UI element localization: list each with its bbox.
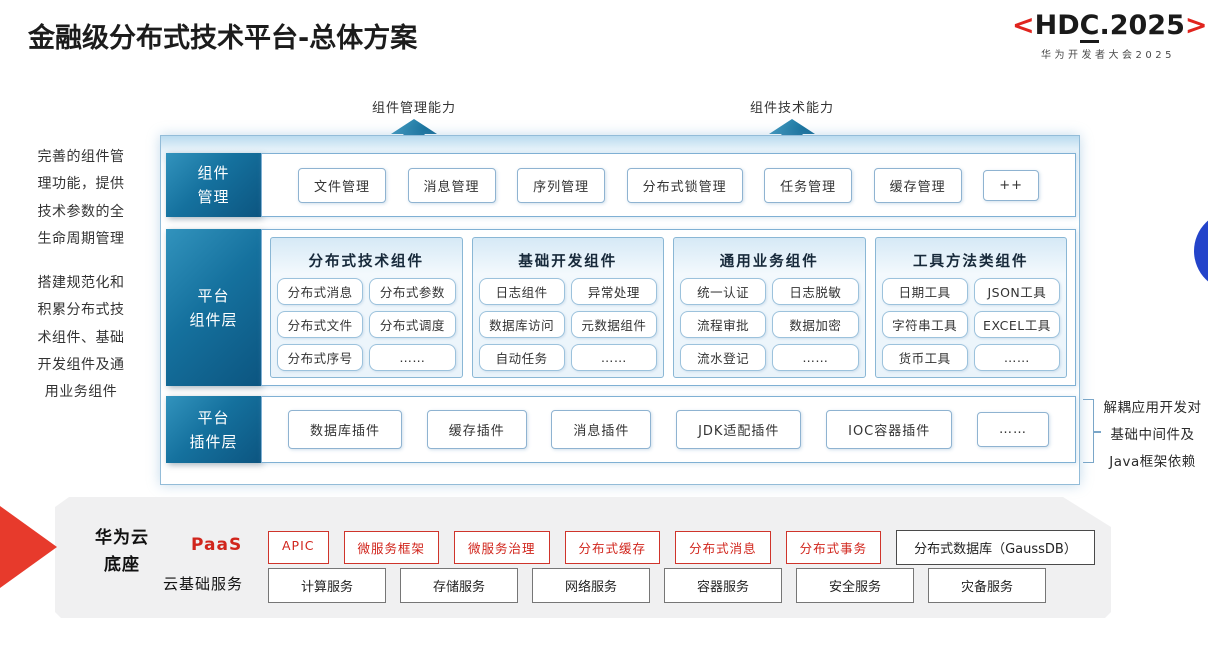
paas-service-box: 分布式消息 <box>675 531 771 564</box>
component-column-grid: 日志组件 异常处理 数据库访问 元数据组件 自动任务 …… <box>478 278 657 371</box>
component-management-items: 文件管理 消息管理 序列管理 分布式锁管理 任务管理 缓存管理 ++ <box>261 153 1076 217</box>
paas-service-list: APIC 微服务框架 微服务治理 分布式缓存 分布式消息 分布式事务 <box>268 531 882 564</box>
paas-service-box: APIC <box>268 531 329 564</box>
hdc-logo: <HDC.2025> 华为开发者大会2025 <box>1012 10 1208 62</box>
paas-service-box: 微服务框架 <box>343 531 440 564</box>
component-column-grid: 分布式消息 分布式参数 分布式文件 分布式调度 分布式序号 …… <box>277 278 456 371</box>
component-column-title: 分布式技术组件 <box>308 254 424 270</box>
component-item-box: 分布式调度 <box>369 311 456 338</box>
plugin-item-box: 数据库插件 <box>288 410 403 449</box>
iaas-service-box: 网络服务 <box>532 568 650 603</box>
component-item-box: 分布式序号 <box>277 344 364 371</box>
iaas-service-box: 容器服务 <box>664 568 782 603</box>
management-item-box: 分布式锁管理 <box>626 167 743 203</box>
plugin-item-box: …… <box>976 412 1049 447</box>
component-column: 基础开发组件 日志组件 异常处理 数据库访问 元数据组件 <box>471 237 664 378</box>
platform-plugin-items: 数据库插件 缓存插件 消息插件 JDK适配插件 IOC容器插件 …… <box>261 396 1076 463</box>
component-item-box: 数据加密 <box>772 311 859 338</box>
logo-text-post: .2025 <box>1099 10 1185 41</box>
iaas-service-box: 存储服务 <box>400 568 518 603</box>
platform-frame: 组件 管理 文件管理 消息管理 序列管理 分布式锁管理 任务管理 缓存管理 ++ <box>160 135 1080 485</box>
component-item-box: 流水登记 <box>680 344 767 371</box>
component-item-box: 分布式消息 <box>277 278 364 305</box>
row-platform-components: 平台 组件层 分布式技术组件 分布式消息 分布式参数 分布式文件 <box>166 229 1076 386</box>
management-item-box: 文件管理 <box>298 167 387 203</box>
component-item-box: 自动任务 <box>478 344 565 371</box>
row-platform-plugins: 平台 插件层 数据库插件 缓存插件 消息插件 JDK适配插件 IOC容器插件 …… <box>166 396 1076 463</box>
plugin-item-box: 缓存插件 <box>426 410 527 449</box>
component-item-box: 日志组件 <box>478 278 565 305</box>
page-title: 金融级分布式技术平台-总体方案 <box>28 23 418 54</box>
paas-service-box: 分布式事务 <box>785 531 882 564</box>
component-item-box: 货币工具 <box>881 344 968 371</box>
component-item-box: …… <box>973 344 1060 371</box>
component-item-box: EXCEL工具 <box>973 311 1060 338</box>
component-item-box: 数据库访问 <box>478 311 565 338</box>
plugin-item-box: IOC容器插件 <box>826 410 953 449</box>
management-item-box: ++ <box>983 169 1039 201</box>
paas-service-box: 分布式缓存 <box>564 531 661 564</box>
logo-text-c: C <box>1079 11 1100 44</box>
component-item-box: …… <box>570 344 657 371</box>
left-note-management: 完善的组件管 理功能，提供 技术参数的全 生命周期管理 <box>37 149 125 247</box>
iaas-service-box: 计算服务 <box>268 568 386 603</box>
hdc-logo-wordmark: <HDC.2025> <box>1012 10 1208 44</box>
red-arrow-icon <box>0 506 57 588</box>
platform-component-columns: 分布式技术组件 分布式消息 分布式参数 分布式文件 分布式调度 <box>261 229 1076 386</box>
row-label-platform-components: 平台 组件层 <box>166 229 261 386</box>
component-item-box: 日志脱敏 <box>772 278 859 305</box>
component-column: 工具方法类组件 日期工具 JSON工具 字符串工具 EXCEL工具 <box>874 237 1067 378</box>
component-column-title: 通用业务组件 <box>719 254 819 270</box>
component-item-box: …… <box>772 344 859 371</box>
component-item-box: 元数据组件 <box>570 311 657 338</box>
iaas-service-box: 灾备服务 <box>928 568 1046 603</box>
component-column: 通用业务组件 统一认证 日志脱敏 流程审批 数据加密 <box>673 237 866 378</box>
plugin-item-box: 消息插件 <box>551 410 652 449</box>
logo-text-pre: HD <box>1034 10 1080 41</box>
foundation-title: 华为云 底座 <box>95 528 149 576</box>
paas-label: PaaS <box>191 535 243 555</box>
component-column-grid: 日期工具 JSON工具 字符串工具 EXCEL工具 货币工具 …… <box>881 278 1060 371</box>
hdc-logo-subtitle: 华为开发者大会2025 <box>1041 50 1175 62</box>
component-item-box: …… <box>369 344 456 371</box>
plugin-item-box: JDK适配插件 <box>676 410 802 449</box>
component-column-title: 工具方法类组件 <box>913 254 1029 270</box>
component-item-box: 异常处理 <box>570 278 657 305</box>
iaas-services: 计算服务 存储服务 网络服务 容器服务 安全服务 灾备服务 <box>268 568 1046 603</box>
management-item-box: 消息管理 <box>407 167 496 203</box>
component-item-box: 流程审批 <box>680 311 767 338</box>
capability-technical-label: 组件技术能力 <box>749 101 834 116</box>
management-item-box: 序列管理 <box>517 167 606 203</box>
edge-circle-decoration <box>1194 211 1208 291</box>
management-item-box: 任务管理 <box>764 167 853 203</box>
component-item-box: 统一认证 <box>680 278 767 305</box>
component-column-grid: 统一认证 日志脱敏 流程审批 数据加密 流水登记 …… <box>680 278 859 371</box>
component-item-box: 分布式参数 <box>369 278 456 305</box>
logo-right-bracket: > <box>1184 10 1208 41</box>
right-bracket-glyph <box>1083 399 1101 463</box>
component-item-box: 日期工具 <box>881 278 968 305</box>
component-item-box: JSON工具 <box>973 278 1060 305</box>
paas-services: APIC 微服务框架 微服务治理 分布式缓存 分布式消息 分布式事务 分布式数据… <box>268 530 1095 565</box>
component-item-box: 分布式文件 <box>277 311 364 338</box>
gaussdb-box: 分布式数据库（GaussDB） <box>896 530 1095 565</box>
component-column: 分布式技术组件 分布式消息 分布式参数 分布式文件 分布式调度 <box>270 237 463 378</box>
iaas-label: 云基础服务 <box>163 575 244 593</box>
left-note-components: 搭建规范化和 积累分布式技 术组件、基础 开发组件及通 用业务组件 <box>37 275 125 401</box>
right-note-decoupling: 解耦应用开发对 基础中间件及 Java框架依赖 <box>1103 400 1202 470</box>
component-item-box: 字符串工具 <box>881 311 968 338</box>
logo-left-bracket: < <box>1012 10 1035 41</box>
row-label-component-management: 组件 管理 <box>166 153 261 217</box>
capability-management-label: 组件管理能力 <box>371 101 456 116</box>
iaas-service-box: 安全服务 <box>796 568 914 603</box>
paas-service-box: 微服务治理 <box>454 531 550 564</box>
row-label-platform-plugins: 平台 插件层 <box>166 396 261 463</box>
component-column-title: 基础开发组件 <box>518 254 618 270</box>
management-item-box: 缓存管理 <box>873 167 962 203</box>
row-component-management: 组件 管理 文件管理 消息管理 序列管理 分布式锁管理 任务管理 缓存管理 ++ <box>166 153 1076 217</box>
